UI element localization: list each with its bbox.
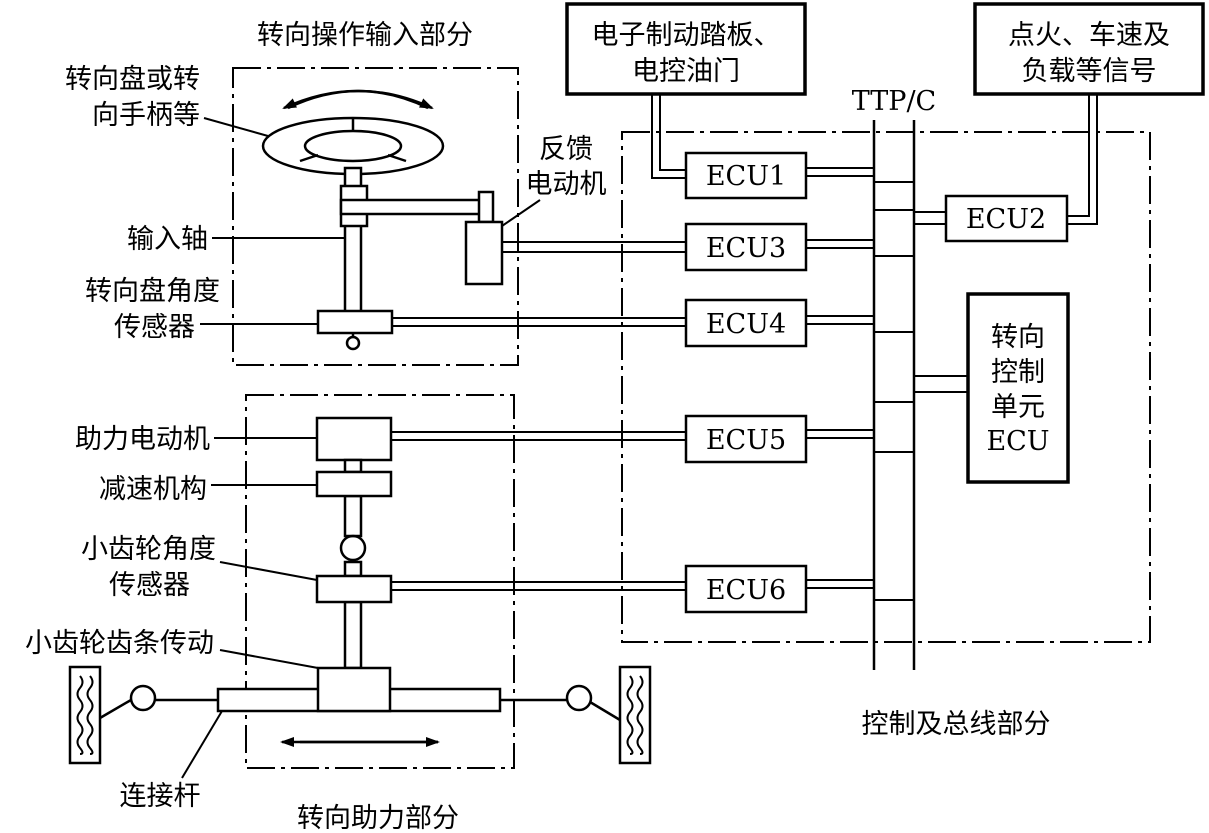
right-wheel-icon bbox=[500, 665, 652, 765]
feedback-motor-label-line1: 反馈 bbox=[539, 134, 593, 165]
feedback-motor bbox=[464, 220, 686, 286]
pedal-to-ecu1-wire bbox=[651, 94, 686, 179]
feedback-motor-leader-line bbox=[501, 199, 541, 227]
reduction-mechanism bbox=[315, 470, 393, 498]
control-bus-section-border bbox=[621, 131, 1151, 643]
wheel-leader-line bbox=[203, 117, 269, 137]
bus-label: TTP/C bbox=[852, 86, 936, 117]
ecu1-label: ECU1 bbox=[706, 161, 786, 192]
steering-assist-section-title: 转向助力部分 bbox=[297, 803, 459, 833]
tie-rod-leader-line bbox=[181, 710, 223, 779]
steering-wheel-icon bbox=[261, 89, 445, 176]
scu-label-line1: 转向 bbox=[991, 322, 1045, 353]
reducer-label: 减速机构 bbox=[99, 474, 207, 505]
ecu3-box: ECU3 bbox=[684, 222, 808, 272]
assist-motor-label: 助力电动机 bbox=[75, 424, 210, 455]
scu-label-line2: 控制 bbox=[991, 357, 1045, 388]
pinion-angle-sensor bbox=[315, 574, 686, 604]
pinion-gear bbox=[339, 534, 367, 562]
tie-rod-label: 连接杆 bbox=[120, 781, 201, 812]
ecu3-label: ECU3 bbox=[706, 233, 786, 264]
pinion-sensor-leader-line bbox=[219, 561, 318, 581]
wheel-sensor-label-line2: 传感器 bbox=[114, 312, 195, 343]
ecu6-label: ECU6 bbox=[706, 575, 786, 606]
pinion-sensor-label-line2: 传感器 bbox=[109, 570, 190, 601]
rack-pinion-label: 小齿轮齿条传动 bbox=[25, 628, 214, 659]
steering-control-unit-box: 转向 控制 单元 ECU bbox=[966, 292, 1070, 484]
ecu5-label: ECU5 bbox=[706, 425, 786, 456]
wheel-label-line1: 转向盘或转 bbox=[65, 64, 200, 95]
ecu4-box: ECU4 bbox=[684, 298, 808, 348]
pedal-throttle-box bbox=[565, 2, 807, 96]
left-wheel-icon bbox=[68, 665, 218, 765]
steering-input-section-border bbox=[232, 67, 519, 366]
input-shaft bbox=[339, 166, 495, 320]
rack-pinion-leader-line bbox=[219, 649, 319, 669]
steering-wheel-angle-sensor bbox=[316, 309, 686, 351]
wheel-label-line2: 向手柄等 bbox=[92, 100, 200, 131]
vehicle-signals-label-line2: 负载等信号 bbox=[1022, 56, 1157, 87]
pedal-throttle-label-line1: 电子制动踏板、 bbox=[592, 20, 781, 51]
ecu6-box: ECU6 bbox=[684, 564, 808, 614]
wheel-sensor-label-line1: 转向盘角度 bbox=[85, 276, 220, 307]
feedback-motor-label-line2: 电动机 bbox=[526, 169, 607, 200]
pedal-throttle-label-line2: 电控油门 bbox=[632, 56, 740, 87]
pinion-sensor-label-line1: 小齿轮角度 bbox=[81, 534, 216, 565]
ecu2-label: ECU2 bbox=[966, 204, 1046, 235]
ecu-bus-connections bbox=[806, 167, 968, 601]
assist-motor bbox=[315, 416, 686, 462]
rack-and-pinion bbox=[216, 666, 502, 713]
input-shaft-label: 输入轴 bbox=[127, 224, 208, 255]
vehicle-signals-label-line1: 点火、车速及 bbox=[1008, 20, 1170, 51]
scu-label-line3: 单元 bbox=[991, 392, 1045, 423]
ecu2-box: ECU2 bbox=[944, 194, 1069, 243]
ecu5-box: ECU5 bbox=[684, 414, 808, 464]
control-bus-section-title: 控制及总线部分 bbox=[862, 709, 1051, 740]
vehicle-signals-box bbox=[973, 2, 1205, 96]
scu-label-line4: ECU bbox=[986, 426, 1049, 457]
ecu1-box: ECU1 bbox=[684, 151, 808, 200]
steering-input-section-title: 转向操作输入部分 bbox=[257, 20, 473, 51]
ecu4-label: ECU4 bbox=[706, 309, 786, 340]
signals-to-ecu2-wire bbox=[1067, 94, 1098, 225]
